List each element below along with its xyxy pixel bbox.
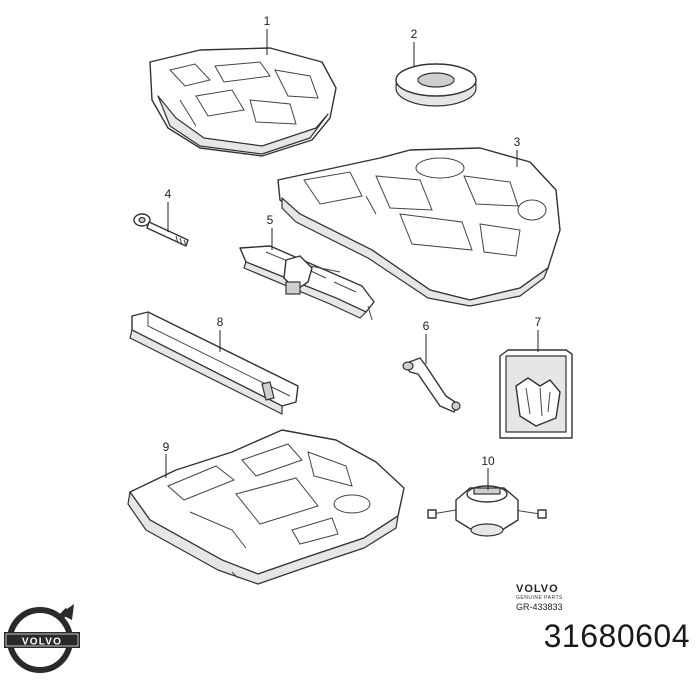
callout-4: 4 <box>165 187 172 201</box>
part-8-triangle-case <box>129 311 299 415</box>
callout-3: 3 <box>514 135 521 149</box>
part-3-storage-tray <box>277 147 561 307</box>
part-6-wrench <box>402 357 461 413</box>
part-1-upper-tray <box>149 47 337 157</box>
callout-1: 1 <box>264 14 271 28</box>
callout-labels: 1 2 3 4 5 6 7 8 9 10 <box>163 14 542 468</box>
part-4-tow-eye <box>133 213 189 247</box>
brand-wordmark: VOLVO <box>516 583 559 595</box>
part-7-gloves-pack <box>499 349 573 439</box>
callout-9: 9 <box>163 440 170 454</box>
part-number: 31680604 <box>543 618 690 654</box>
brand-subline: GENUINE PARTS <box>516 595 563 601</box>
part-2-ring <box>395 63 477 107</box>
brand-block: VOLVO GENUINE PARTS GR-433833 <box>516 583 563 612</box>
logo-wordmark: VOLVO <box>22 637 62 648</box>
callout-10: 10 <box>481 454 495 468</box>
callout-7: 7 <box>535 315 542 329</box>
callout-5: 5 <box>267 213 274 227</box>
part-9-lower-tray <box>127 429 405 585</box>
leader-lines <box>165 29 539 490</box>
callout-2: 2 <box>411 27 418 41</box>
callout-8: 8 <box>217 315 224 329</box>
callout-6: 6 <box>423 319 430 333</box>
part-10-bracket <box>427 485 547 537</box>
part-5-jack <box>239 245 375 321</box>
volvo-logo: VOLVO <box>4 604 80 673</box>
reference-code: GR-433833 <box>516 602 563 612</box>
